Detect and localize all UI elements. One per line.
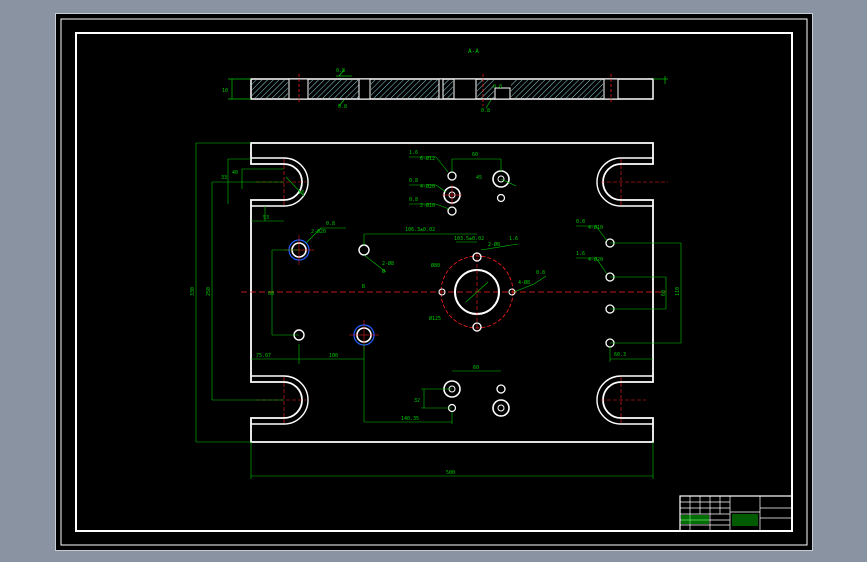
- callout-right-2-finish: 1.6: [576, 251, 585, 257]
- mark-b: B: [362, 284, 365, 290]
- callout-center-dia: Ø80: [431, 262, 440, 269]
- dim-right-w: 60.3: [614, 352, 626, 358]
- section-mark-3: 0.8: [493, 84, 502, 90]
- callout-mid-left-sym: Ø: [382, 268, 385, 275]
- callout-top-mid-1-finish: 0.8: [409, 178, 418, 184]
- callout-center-right-holes: 4-Ø8: [518, 279, 530, 286]
- dimension-lines: [195, 142, 682, 479]
- callout-center-pcd: Ø125: [429, 315, 441, 322]
- sheet-frame: [75, 32, 793, 532]
- sheet-outer-border: [60, 18, 808, 546]
- callout-left-1-finish: 0.8: [326, 221, 335, 227]
- plan-view: [241, 142, 668, 443]
- dim-bottom-small: 32: [414, 398, 420, 404]
- callout-top-mid-1-holes: 4-Ø20: [420, 183, 435, 190]
- callout-top-left-holes: 6-Ø12: [420, 155, 435, 162]
- callout-center-top-holes: 2-Ø8: [488, 241, 500, 248]
- dim-top-spacing: 60: [472, 152, 478, 158]
- callout-right-2-holes: 4-Ø20: [588, 256, 603, 263]
- callout-right-1-holes: 4-Ø10: [588, 224, 603, 231]
- callout-right-1-finish: 0.8: [576, 219, 585, 225]
- dim-bottom-right: 60: [473, 365, 479, 371]
- title-block: [679, 495, 793, 532]
- dim-left-mid: 60: [268, 291, 274, 297]
- callout-mid-left-holes: 2-Ø8: [382, 260, 394, 267]
- dim-bottom-mid: 100: [329, 353, 338, 359]
- dim-top-small: 45: [476, 175, 482, 181]
- dim-bottom-conn: 140.35: [401, 416, 419, 422]
- dim-right-h2: 110: [675, 287, 681, 296]
- cad-drawing: A-A 0.8: [60, 18, 808, 546]
- dim-left-h2: 33: [221, 175, 227, 181]
- section-view: 0.8 0.8 0.8 0.8 10: [222, 68, 668, 114]
- section-mark-1: 0.8: [336, 68, 345, 74]
- section-mark-5: 10: [222, 88, 228, 94]
- dim-bottom-left: 75.07: [256, 353, 271, 359]
- section-mark-2: 0.8: [338, 104, 347, 110]
- callout-texts: 1.6 6-Ø12 0.8 4-Ø20 0.8 2-Ø10 0.8 4-Ø10 …: [190, 150, 681, 476]
- callout-top-left-finish: 1.6: [409, 150, 418, 156]
- dim-right-h1: 60: [661, 290, 667, 296]
- section-mark-4: 0.8: [481, 108, 490, 114]
- dim-left-width: 53: [263, 215, 269, 221]
- dim-left-vert: 18: [298, 190, 304, 196]
- dim-overall-height: 330: [190, 287, 196, 296]
- section-label: A-A: [468, 48, 479, 55]
- dim-overall-width: 500: [446, 470, 455, 476]
- cad-viewport[interactable]: A-A 0.8: [55, 13, 813, 551]
- callout-left-1-holes: 2-Ø20: [311, 228, 326, 235]
- callout-top-mid-2-finish: 0.8: [409, 197, 418, 203]
- callout-top-mid-2-holes: 2-Ø10: [420, 202, 435, 209]
- callout-center-top-finish: 1.6: [509, 236, 518, 242]
- dim-top-row2: 103.5±0.02: [454, 236, 484, 242]
- callout-center-right-finish: 0.8: [536, 270, 545, 276]
- dim-top-row: 106.3±0.02: [405, 227, 435, 233]
- dim-inner-height: 250: [206, 287, 212, 296]
- dim-left-h1: 40: [232, 170, 238, 176]
